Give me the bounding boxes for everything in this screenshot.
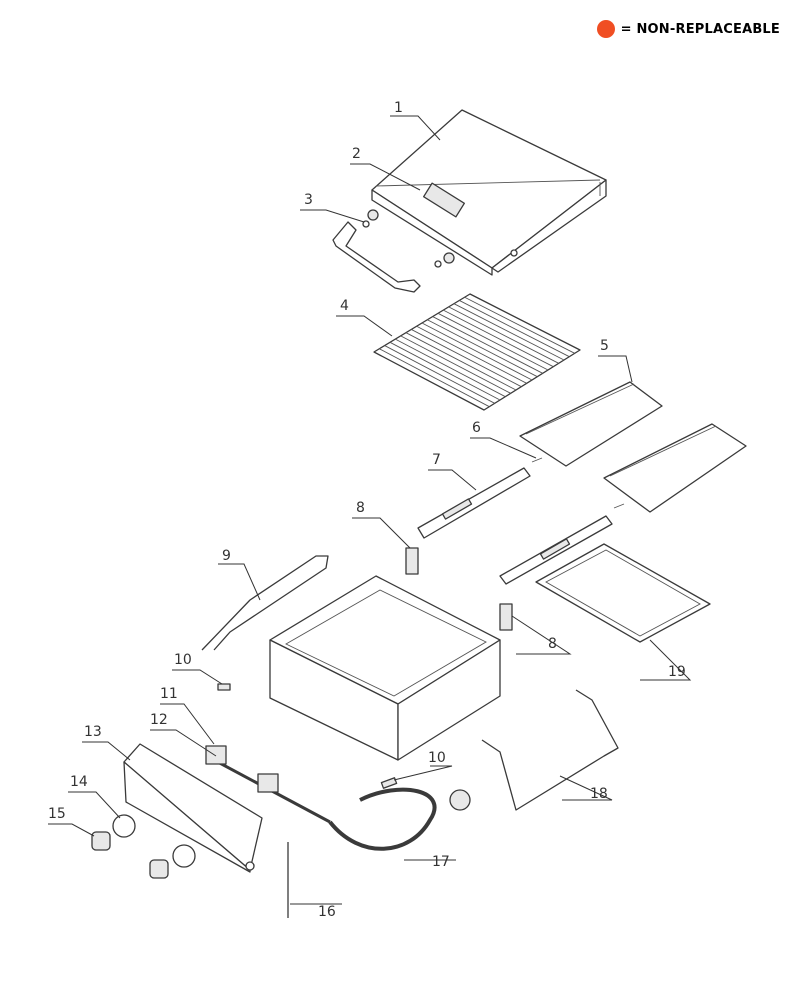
label-8-top: 8 — [356, 500, 365, 516]
grate-bar — [464, 296, 575, 354]
label-18: 18 — [590, 786, 608, 802]
cooking-grate-part — [373, 293, 581, 411]
label-3: 3 — [304, 192, 313, 208]
label-9: 9 — [222, 548, 231, 564]
grate-bar — [421, 322, 533, 381]
grate-bar — [427, 319, 538, 378]
leader-lines — [48, 115, 692, 905]
label-12: 12 — [150, 712, 168, 728]
grate-bar — [405, 332, 517, 391]
bezel-part — [172, 844, 196, 868]
label-13: 13 — [84, 724, 102, 740]
drip-tray-part — [535, 543, 711, 643]
label-16: 16 — [318, 904, 336, 920]
bracket-part — [405, 547, 513, 631]
label-8-bottom: 8 — [548, 636, 557, 652]
firebox-part — [269, 575, 501, 761]
label-15: 15 — [48, 806, 66, 822]
clip-part — [380, 777, 398, 789]
grate-bar — [453, 303, 565, 361]
grate-bar — [443, 309, 554, 368]
label-4: 4 — [340, 298, 349, 314]
grate-bar — [395, 338, 506, 398]
grate-bar — [416, 325, 527, 384]
label-1: 1 — [394, 100, 403, 116]
label-10-left: 10 — [174, 652, 192, 668]
grate-bar — [432, 316, 543, 374]
grate-bar — [437, 312, 549, 371]
stand-rod-part — [481, 689, 619, 811]
bezel-part — [112, 814, 136, 838]
label-5: 5 — [600, 338, 609, 354]
clip-part — [217, 683, 231, 691]
knob-part — [91, 831, 169, 879]
grate-bar — [379, 348, 490, 408]
label-2: 2 — [352, 146, 361, 162]
label-6: 6 — [472, 420, 481, 436]
legend: = NON-REPLACEABLE — [596, 20, 780, 38]
valve-manifold-part — [205, 745, 331, 824]
label-19: 19 — [668, 664, 686, 680]
heat-shield-part — [519, 381, 747, 513]
hose-regulator-part — [328, 787, 471, 851]
lid-handle-part — [332, 209, 455, 293]
legend-text: = NON-REPLACEABLE — [620, 21, 780, 37]
control-panel-part — [123, 743, 263, 873]
grate-bar — [448, 306, 559, 364]
label-14: 14 — [70, 774, 88, 790]
label-7: 7 — [432, 452, 441, 468]
grate-bar — [389, 341, 501, 401]
grate-bar — [384, 345, 495, 404]
non-replaceable-dot-icon — [596, 20, 615, 38]
label-17: 17 — [432, 854, 450, 870]
grate-bar — [459, 300, 570, 358]
burner-part — [417, 457, 625, 585]
support-rod-part — [201, 555, 329, 651]
label-11: 11 — [160, 686, 178, 702]
label-10-right: 10 — [428, 750, 446, 766]
part-labels: 1 2 3 4 5 6 7 8 8 9 10 10 11 12 13 14 15… — [48, 100, 686, 920]
grate-bar — [400, 335, 511, 394]
grate-bar — [411, 329, 522, 388]
lid-part — [371, 109, 607, 276]
